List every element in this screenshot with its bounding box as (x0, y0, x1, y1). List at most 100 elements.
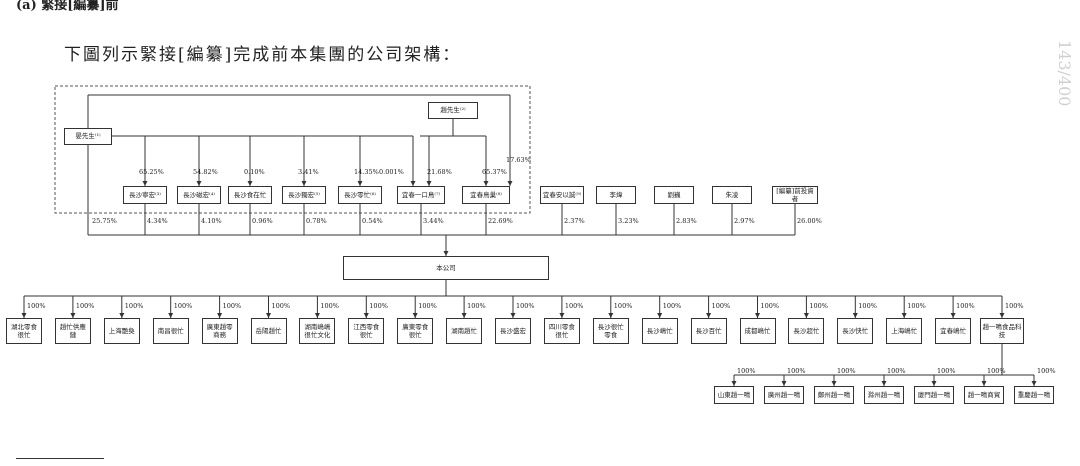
platform-0: 長沙寧宏⁽³⁾ (123, 186, 167, 204)
subsidiary-18: 上海嶋忙 (886, 318, 923, 344)
subsidiary-8: 廣東零食很忙 (397, 318, 434, 344)
ownership-percentage: 100% (937, 367, 956, 375)
ownership-percentage: 100% (564, 302, 584, 310)
ownership-percentage: 100% (837, 367, 856, 375)
sub-subsidiary-4: 廈門趙一鳴 (914, 386, 954, 404)
ownership-percentage: 22.69% (488, 217, 513, 225)
ownership-percentage: 100% (369, 302, 388, 310)
arrow-head (314, 313, 320, 318)
ownership-percentage: 100% (173, 302, 193, 310)
arrow-head (781, 381, 787, 386)
subsidiary-2: 上海艷奐 (103, 318, 140, 344)
ownership-percentage: 100% (613, 302, 633, 310)
ownership-percentage: 65.25% (139, 168, 164, 176)
arrow-head (706, 313, 712, 318)
subsidiary-5: 岳陽趙忙 (250, 318, 287, 344)
ownership-percentage: 100% (75, 302, 95, 310)
platform-2: 長沙食在忙 (228, 186, 272, 204)
ownership-percentage: 100% (907, 302, 926, 310)
arrow-head (483, 181, 489, 186)
ownership-percentage: 100% (858, 302, 877, 310)
arrow-head (510, 313, 516, 318)
arrow-head (412, 313, 418, 318)
ownership-percentage: 0.78% (306, 217, 327, 225)
arrow-head (410, 181, 416, 186)
ownership-percentage: 21.68% (427, 168, 452, 176)
page-heading: 下圖列示緊接[編纂]完成前本集團的公司架構： (64, 45, 462, 65)
subsidiary-10: 長沙盛宏 (495, 318, 531, 344)
footnote-divider (16, 458, 104, 459)
arrow-head (357, 181, 363, 186)
arrow-head (21, 313, 27, 318)
sub-subsidiary-1: 廣州趙一鳴 (764, 386, 804, 404)
ownership-percentage: 100% (1037, 367, 1056, 375)
arrow-head (657, 313, 663, 318)
platform-4: 長沙零忙⁽⁶⁾ (338, 186, 382, 204)
page-number: 143/400 (1055, 40, 1074, 107)
subsidiary-11: 四川零食很忙 (543, 318, 580, 344)
arrow-head (901, 313, 907, 318)
ownership-percentage: 100% (271, 302, 291, 310)
subsidiary-16: 長沙超忙 (788, 318, 825, 344)
ownership-percentage: 3.23% (618, 217, 639, 225)
arrow-head (755, 313, 760, 318)
arrow-head (426, 181, 432, 186)
arrow-head (950, 313, 956, 318)
ownership-percentage: 2.83% (676, 217, 697, 225)
arrow-head (70, 313, 76, 318)
arrow-head (881, 381, 887, 386)
arrow-head (831, 381, 837, 386)
subsidiary-3: 南昌很忙 (152, 318, 189, 344)
investor-1: 李煒 (596, 186, 636, 204)
ownership-percentage: 100% (516, 302, 535, 310)
subsidiary-0: 湖北零食很忙 (6, 318, 42, 344)
ownership-percentage: 0.10% (244, 168, 265, 176)
ownership-percentage: 100% (760, 302, 780, 310)
ownership-percentage: 26.00% (797, 217, 822, 225)
subsidiary-7: 江西零食很忙 (348, 318, 385, 344)
ownership-percentage: 100% (467, 302, 486, 310)
ownership-percentage: 100% (222, 302, 242, 310)
arrow-head (363, 313, 369, 318)
arrow-head (119, 313, 125, 318)
arrow-head (981, 381, 987, 386)
subsidiary-6: 湖南嶋嶋很忙文化 (299, 318, 336, 344)
sub-subsidiary-2: 鄭州趙一鳴 (814, 386, 854, 404)
arrow-head (559, 313, 565, 318)
ownership-percentage: 14.35% (354, 168, 379, 176)
subsidiary-19: 宜春嶋忙 (935, 318, 972, 344)
platform-3: 長沙獨宏⁽⁵⁾ (282, 186, 326, 204)
ownership-percentage: 0.96% (252, 217, 273, 225)
arrow-head (852, 313, 858, 318)
arrow-head (803, 313, 809, 318)
shareholder-zhao: 趙先生⁽²⁾ (428, 102, 478, 119)
subsidiary-20: 趙一鳴食品科技 (980, 318, 1024, 344)
sub-subsidiary-0: 山東趙一鳴 (714, 386, 754, 404)
shareholder-yan: 晏先生⁽¹⁾ (64, 128, 112, 145)
platform-1: 長沙磁宏⁽⁴⁾ (177, 186, 221, 204)
arrow-head (461, 313, 467, 318)
ownership-percentage: 3.41% (298, 168, 319, 176)
ownership-percentage: 2.97% (734, 217, 755, 225)
arrow-company (443, 251, 449, 256)
top-fragment: (a) 緊接[編纂]前 (16, 0, 119, 13)
arrow-yan-niaochao (507, 181, 513, 186)
subsidiary-1: 趙忙供應鏈 (54, 318, 91, 344)
arrow-head (608, 313, 614, 318)
subsidiary-15: 成都嶋忙 (739, 318, 776, 344)
ownership-percentage: 65.37% (482, 168, 507, 176)
ownership-percentage: 4.34% (147, 217, 168, 225)
platform-6: 宜春鳥巢⁽⁸⁾ (462, 186, 510, 204)
subsidiary-9: 湖南趙忙 (446, 318, 483, 344)
subsidiary-12: 長沙很忙零食 (592, 318, 629, 344)
investor-4: [編纂]前投資者 (772, 186, 818, 204)
ownership-percentage: 0.001% (379, 168, 404, 176)
arrow-head (1031, 381, 1037, 386)
investor-2: 劉巍 (654, 186, 694, 204)
arrow-head (266, 313, 271, 318)
sub-subsidiary-5: 趙一鳴商貿 (964, 386, 1004, 404)
ownership-percentage: 2.37% (564, 217, 585, 225)
arrow-head (168, 313, 174, 318)
ownership-percentage: 100% (320, 302, 339, 310)
pct-zhao-extra: 17.63% (506, 156, 531, 164)
